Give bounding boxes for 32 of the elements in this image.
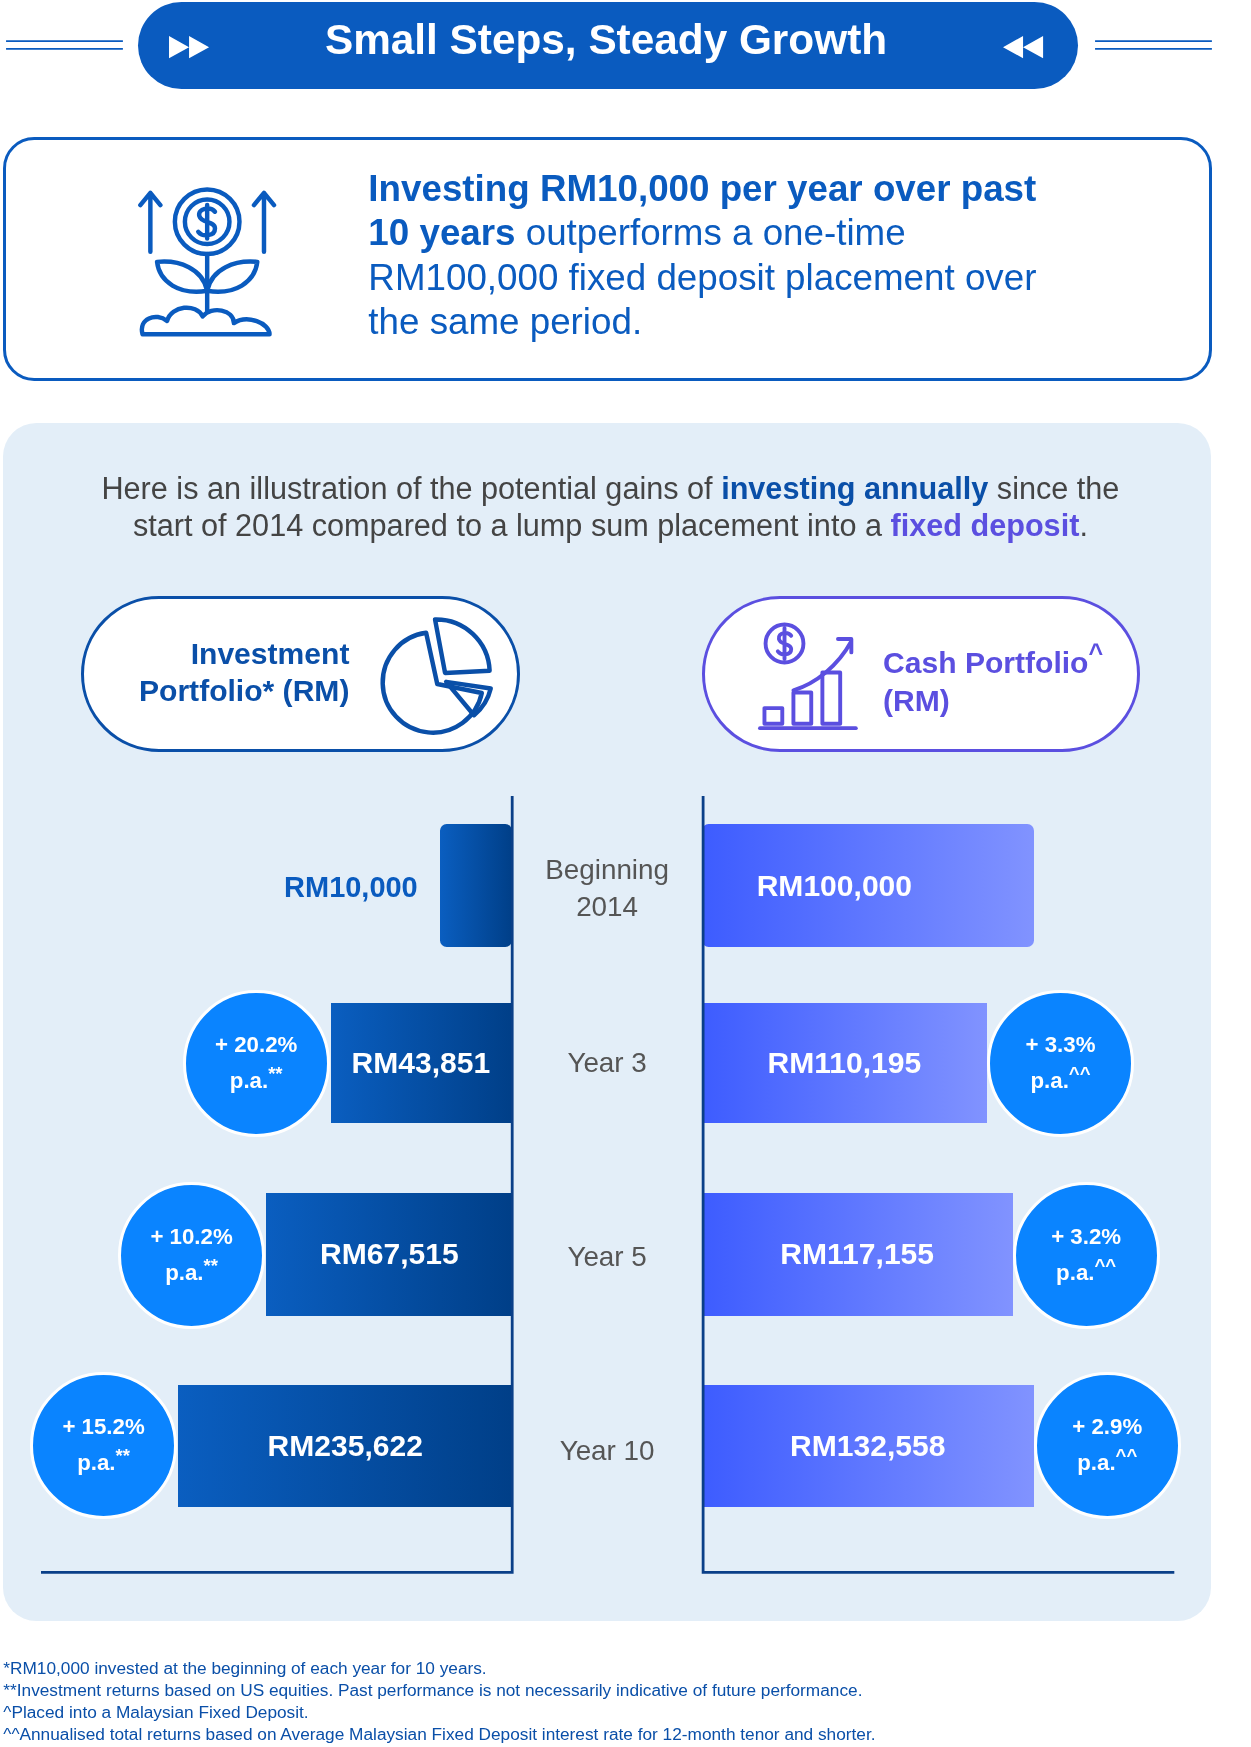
highlight-text: Investing RM10,000 per year over past 10 years outperforms a one-time RM100,000 fixed deposit placement over the same period. — [368, 166, 1038, 345]
value-bar — [266, 1193, 513, 1316]
return-rate: + 3.2% p.a.$^{^^}$ — [1050, 1222, 1123, 1288]
footnote: ^^Annualised total returns based on Average Malaysian Fixed Deposit interest rate for 12-month tenor and shorter. — [3, 1724, 877, 1747]
year-label: Year 3 — [566, 1045, 648, 1080]
highlight-card — [3, 137, 1212, 381]
value-label: RM117,155 — [780, 1237, 935, 1272]
chart-panel — [3, 423, 1211, 1621]
footnote: ^Placed into a Malaysian Fixed Deposit. — [3, 1702, 310, 1725]
year-label: Year 10 — [558, 1433, 656, 1468]
value-label: RM235,622 — [267, 1428, 423, 1463]
year-label: Beginning 2014 — [544, 853, 670, 924]
return-rate: + 15.2% p.a.$^{**}$ — [61, 1413, 146, 1478]
value-label: RM67,515 — [319, 1237, 459, 1272]
footnote: **Investment returns based on US equities. Past performance is not necessarily indicative of future performance. — [3, 1679, 864, 1702]
page-title: Small Steps, Steady Growth — [323, 15, 889, 65]
value-label: RM110,195 — [767, 1045, 922, 1080]
footnote: *RM10,000 invested at the beginning of each year for 10 years. — [3, 1657, 488, 1680]
return-rate: + 2.9% p.a.$^{^^}$ — [1071, 1413, 1144, 1478]
value-label: RM100,000 — [756, 868, 913, 903]
value-bar — [440, 824, 513, 947]
year-label: Year 5 — [566, 1239, 648, 1274]
value-bar — [330, 1002, 513, 1123]
value-label: RM10,000 — [283, 871, 418, 906]
intro-text: Here is an illustration of the potential gains of investing annually since the start of 2014 compared to a lump sum placement into a fixed deposit. — [100, 470, 1121, 545]
value-label: RM43,851 — [351, 1045, 491, 1080]
value-label: RM132,558 — [790, 1428, 946, 1463]
return-rate: + 20.2% p.a.$^{**}$ — [214, 1031, 299, 1096]
return-rate: + 3.3% p.a.$^{^^}$ — [1024, 1031, 1097, 1096]
return-rate: + 10.2% p.a.$^{**}$ — [149, 1222, 234, 1288]
value-bar — [178, 1384, 513, 1508]
header-text: Investment Portfolio* (RM) — [138, 635, 350, 710]
